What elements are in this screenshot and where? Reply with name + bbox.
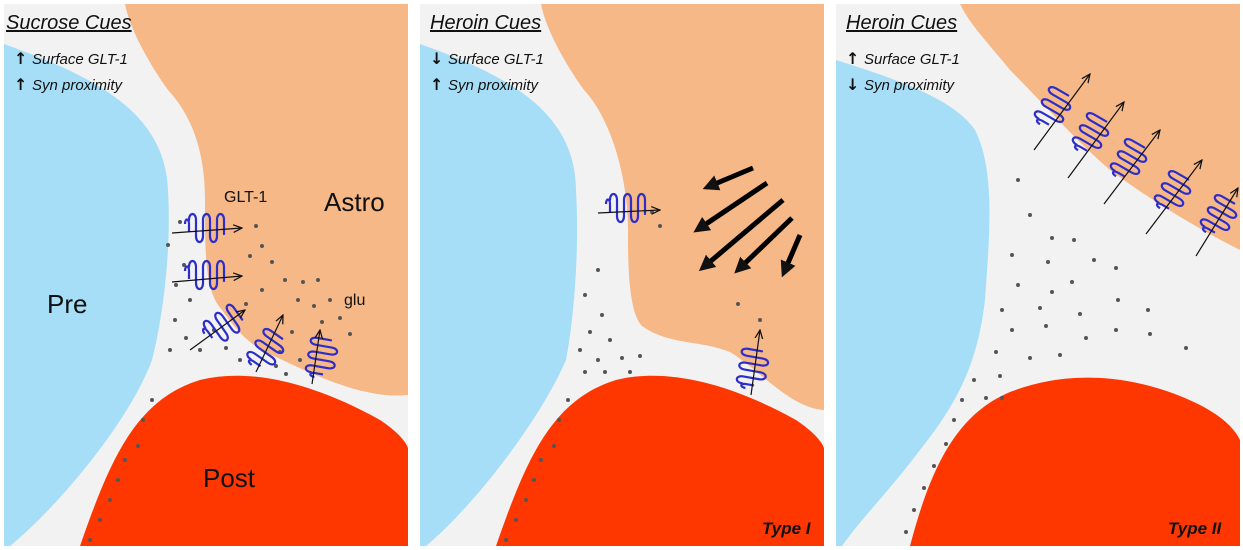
panel-divider [408,0,420,550]
panel-title: Sucrose Cues [6,12,132,34]
panel-title: Heroin Cues [430,12,541,34]
panel-heroin-type-i: Heroin Cues ↓ Surface GLT-1 ↑ Syn proxim… [420,4,824,546]
line-syn-proximity: Syn proximity [864,77,956,94]
label-astro: Astro [324,187,385,217]
panel-divider [824,0,836,550]
panel-heroin-type-ii: Heroin Cues ↑ Surface GLT-1 ↓ Syn proxim… [836,4,1241,546]
line-surface-glt1: Surface GLT-1 [32,51,128,68]
label-glu: glu [344,292,365,309]
up-arrow-icon: ↑ [14,49,27,68]
up-arrow-icon: ↑ [846,49,859,68]
type-label: Type II [1168,519,1222,538]
down-arrow-icon: ↓ [430,49,443,68]
up-arrow-icon: ↑ [430,75,443,94]
panel-sucrose: Sucrose Cues ↑ Surface GLT-1 ↑ Syn proxi… [4,4,408,546]
line-surface-glt1: Surface GLT-1 [864,51,960,68]
line-syn-proximity: Syn proximity [448,77,540,94]
line-surface-glt1: Surface GLT-1 [448,51,544,68]
label-post: Post [203,463,256,493]
label-pre: Pre [47,289,87,319]
panel-title: Heroin Cues [846,12,957,34]
line-syn-proximity: Syn proximity [32,77,124,94]
up-arrow-icon: ↑ [14,75,27,94]
down-arrow-icon: ↓ [846,75,859,94]
label-glt1: GLT-1 [224,189,267,206]
type-label: Type I [762,519,812,538]
